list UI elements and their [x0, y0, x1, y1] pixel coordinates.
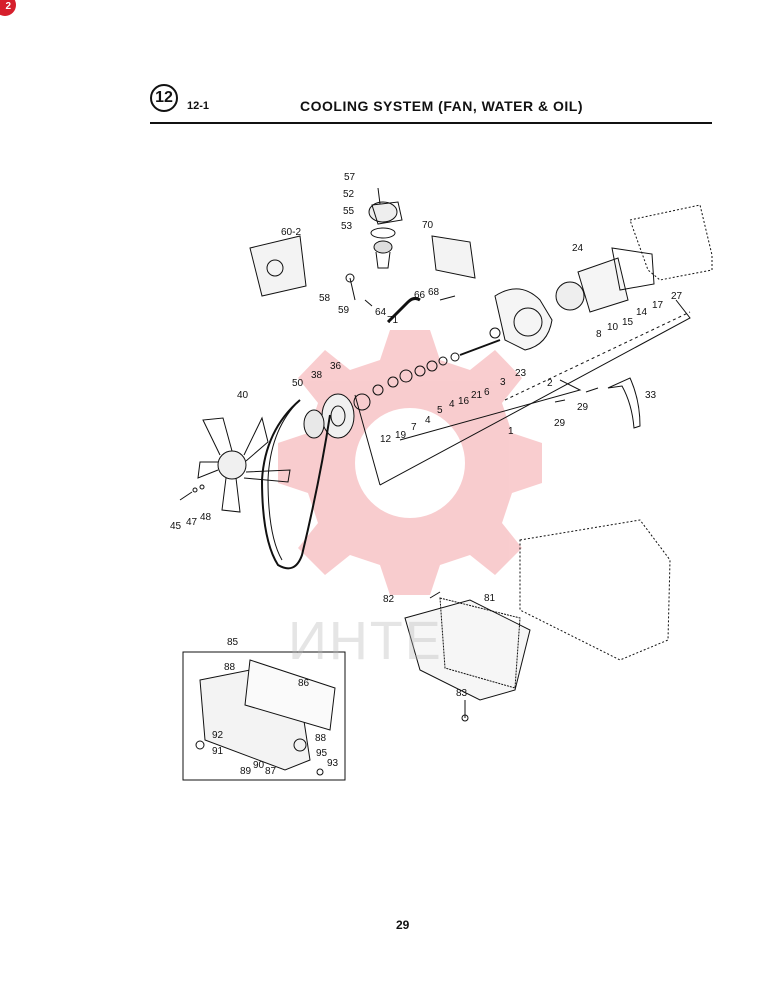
callout-4-b: 4: [425, 415, 431, 426]
watermark-text: ИНТЕ: [288, 611, 443, 671]
callout-83: 83: [456, 688, 468, 699]
callout-55: 55: [343, 206, 355, 217]
page-title: COOLING SYSTEM (FAN, WATER & OIL): [300, 98, 584, 114]
callout-29-a: 29: [577, 402, 589, 413]
callout-66: 66: [414, 290, 426, 301]
callout-88-a: 88: [224, 662, 236, 673]
callout-4: 4: [449, 399, 455, 410]
callout-5: 5: [437, 405, 443, 416]
callout-19: 19: [395, 430, 407, 441]
callout-15: 15: [622, 317, 634, 328]
callout-86: 86: [298, 678, 310, 689]
callout-64: 64: [375, 307, 387, 318]
callout-87: 87: [265, 766, 277, 777]
callout-52: 52: [343, 189, 355, 200]
callout-16: 16: [458, 396, 470, 407]
section-number-badge: 12: [150, 84, 178, 112]
callout-38: 38: [311, 370, 323, 381]
callout-90: 90: [253, 760, 265, 771]
callout-88-b: 88: [315, 733, 327, 744]
callout-45: 45: [170, 521, 182, 532]
callout-68: 68: [428, 287, 440, 298]
header-rule: [150, 122, 712, 124]
callout-labels: 57 52 55 53 70 60-2 24 58 59 64 66 68 71…: [170, 172, 683, 777]
callout-71: 71: [387, 315, 399, 326]
callout-2: 2: [547, 378, 553, 389]
callout-92: 92: [212, 730, 224, 741]
callout-27: 27: [671, 291, 683, 302]
callout-40: 40: [237, 390, 249, 401]
callout-7: 7: [411, 422, 417, 433]
callout-53: 53: [341, 221, 353, 232]
callout-6: 6: [484, 387, 490, 398]
callout-24: 24: [572, 243, 584, 254]
callout-50: 50: [292, 378, 304, 389]
callout-33: 33: [645, 390, 657, 401]
callout-91: 91: [212, 746, 224, 757]
page-number: 29: [396, 918, 410, 932]
callout-89: 89: [240, 766, 252, 777]
callout-1: 1: [508, 426, 514, 437]
callout-82: 82: [383, 594, 395, 605]
corner-badge: 2: [0, 0, 16, 16]
callout-36: 36: [330, 361, 342, 372]
callout-14: 14: [636, 307, 648, 318]
callout-57: 57: [344, 172, 356, 183]
callout-21: 21: [471, 390, 483, 401]
callout-95: 95: [316, 748, 328, 759]
callout-81: 81: [484, 593, 496, 604]
callout-58: 58: [319, 293, 331, 304]
callout-3: 3: [500, 377, 506, 388]
callout-60-2: 60-2: [281, 227, 301, 238]
callout-10: 10: [607, 322, 619, 333]
callout-93: 93: [327, 758, 339, 769]
callout-59: 59: [338, 305, 350, 316]
callout-48: 48: [200, 512, 212, 523]
callout-29-b: 29: [554, 418, 566, 429]
section-code: 12-1: [187, 100, 210, 112]
callout-47: 47: [186, 517, 198, 528]
callout-23: 23: [515, 368, 527, 379]
callout-8: 8: [596, 329, 602, 340]
callout-17: 17: [652, 300, 664, 311]
callout-85: 85: [227, 637, 239, 648]
callout-70: 70: [422, 220, 434, 231]
callout-12: 12: [380, 434, 392, 445]
